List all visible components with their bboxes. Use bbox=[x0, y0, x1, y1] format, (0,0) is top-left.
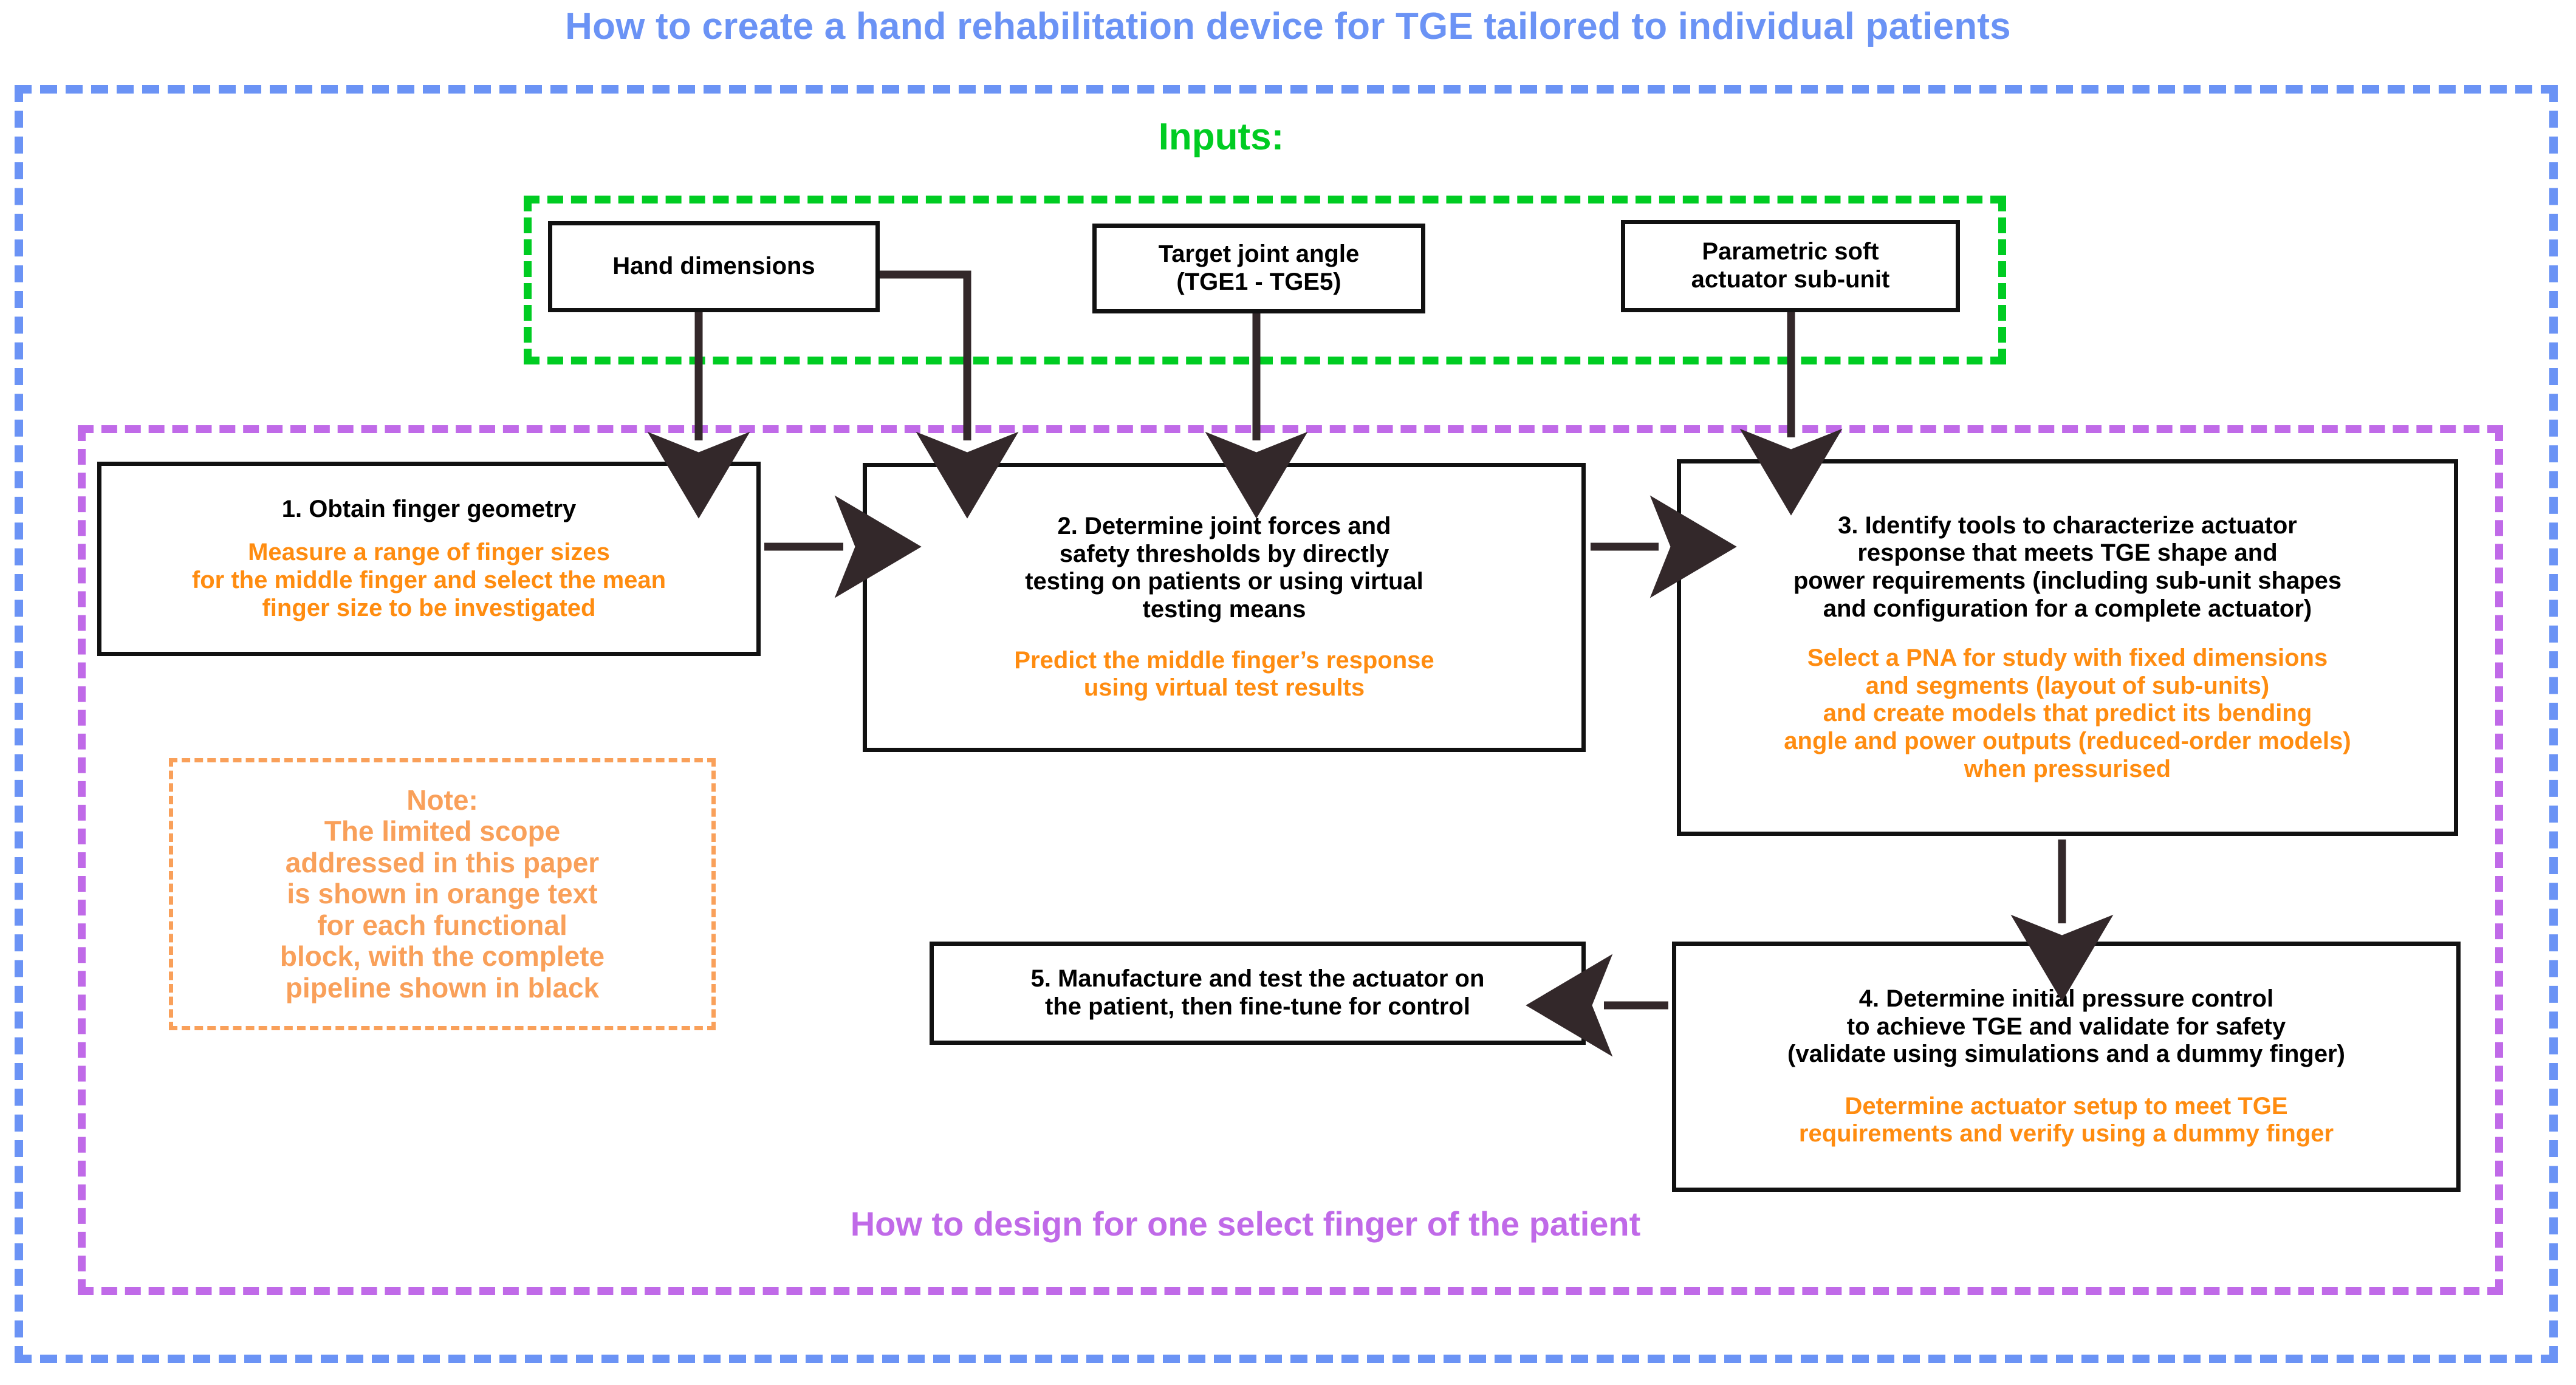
input-label: Target joint angle (TGE1 - TGE5) bbox=[1158, 241, 1360, 295]
input-label: Parametric soft actuator sub-unit bbox=[1691, 238, 1890, 293]
input-box-parametric-soft-actuator-sub-unit[interactable]: Parametric soft actuator sub-unit bbox=[1621, 220, 1960, 312]
process-box-step-3[interactable]: 3. Identify tools to characterize actuat… bbox=[1677, 459, 2458, 836]
step-heading: 4. Determine initial pressure control to… bbox=[1787, 985, 2345, 1068]
design-scope-border bbox=[78, 425, 2503, 1295]
process-box-step-2[interactable]: 2. Determine joint forces and safety thr… bbox=[863, 463, 1586, 752]
outer-scope-border bbox=[15, 85, 2558, 1363]
step-scope-text: Measure a range of finger sizes for the … bbox=[191, 539, 666, 621]
input-box-target-joint-angle[interactable]: Target joint angle (TGE1 - TGE5) bbox=[1092, 224, 1425, 313]
note-text: Note: The limited scope addressed in thi… bbox=[279, 784, 605, 1004]
step-heading: 2. Determine joint forces and safety thr… bbox=[1025, 513, 1423, 623]
inputs-section-title: Inputs: bbox=[1158, 116, 1284, 158]
step-scope-text: Predict the middle finger’s response usi… bbox=[1014, 646, 1434, 702]
input-box-hand-dimensions[interactable]: Hand dimensions bbox=[548, 221, 880, 312]
step-scope-text: Select a PNA for study with fixed dimens… bbox=[1784, 645, 2351, 782]
input-label: Hand dimensions bbox=[612, 253, 815, 280]
design-scope-caption: How to design for one select finger of t… bbox=[850, 1205, 1641, 1243]
process-box-step-4[interactable]: 4. Determine initial pressure control to… bbox=[1672, 942, 2461, 1192]
process-box-step-5[interactable]: 5. Manufacture and test the actuator on … bbox=[930, 942, 1586, 1045]
step-scope-text: Determine actuator setup to meet TGE req… bbox=[1798, 1092, 2334, 1147]
page-title: How to create a hand rehabilitation devi… bbox=[565, 5, 2011, 47]
step-heading: 1. Obtain finger geometry bbox=[281, 495, 577, 522]
step-heading: 5. Manufacture and test the actuator on … bbox=[1030, 965, 1485, 1020]
note-box: Note: The limited scope addressed in thi… bbox=[169, 758, 716, 1030]
step-heading: 3. Identify tools to characterize actuat… bbox=[1793, 511, 2342, 622]
process-box-step-1[interactable]: 1. Obtain finger geometry Measure a rang… bbox=[97, 462, 761, 656]
